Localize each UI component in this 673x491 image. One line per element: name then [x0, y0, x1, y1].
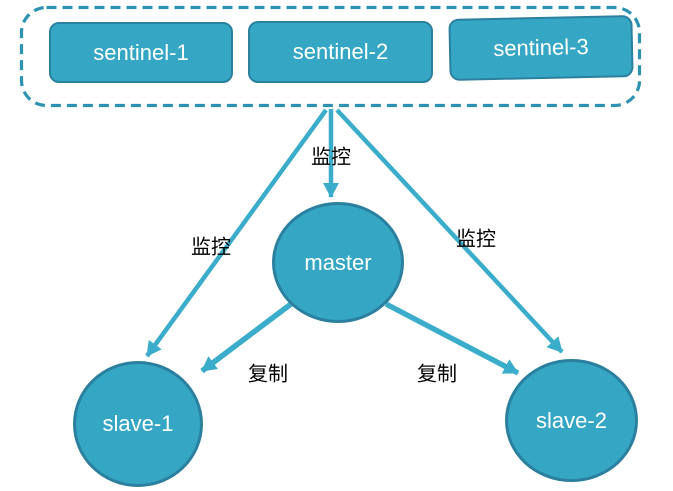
- sentinel-2-label: sentinel-2: [292, 39, 389, 64]
- replicate-arrow-to-slave1: [200, 301, 293, 374]
- slave-1-node: slave-1: [73, 361, 203, 487]
- monitor-slave2-edge-label: 监控: [456, 228, 496, 251]
- monitor-arrow-to-slave2: [335, 108, 564, 354]
- master-label: master: [304, 249, 372, 275]
- slave-2-label: slave-2: [536, 407, 607, 433]
- sentinel-1-node: sentinel-1: [49, 22, 233, 83]
- replicate-arrow-to-slave2: [384, 301, 520, 376]
- monitor-slave1-edge-label: 监控: [191, 236, 231, 259]
- monitor-arrow-to-slave1: [145, 108, 328, 358]
- sentinel-3-label: sentinel-3: [493, 34, 589, 61]
- master-node: master: [272, 202, 404, 323]
- replicate-slave1-edge-label: 复制: [248, 363, 288, 386]
- sentinel-1-label: sentinel-1: [93, 39, 189, 65]
- replicate-slave2-edge-label: 复制: [417, 363, 457, 386]
- sentinel-group-border: [19, 5, 642, 108]
- sentinel-2-node: sentinel-2: [248, 21, 433, 83]
- monitor-master-edge-label: 监控: [311, 146, 351, 169]
- slave-2-node: slave-2: [505, 359, 638, 482]
- sentinel-3-node: sentinel-3: [448, 15, 634, 81]
- slave-1-label: slave-1: [102, 411, 174, 436]
